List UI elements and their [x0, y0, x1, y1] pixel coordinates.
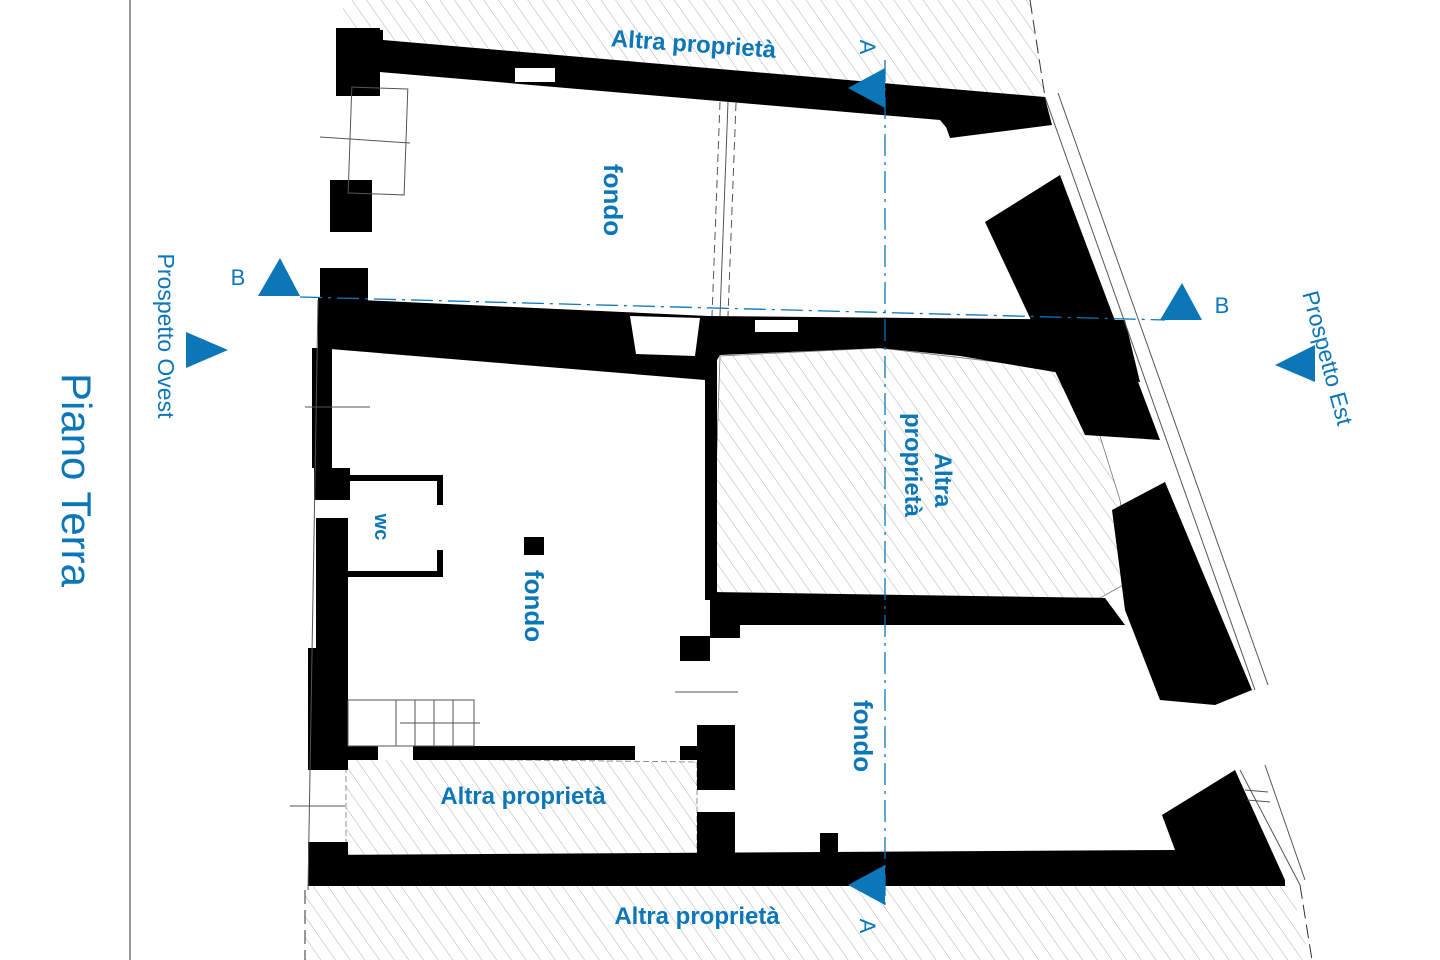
east-elevation-arrow-icon	[1275, 345, 1315, 382]
section-a-top-label: A	[855, 40, 880, 55]
wc-label: wc	[370, 513, 392, 541]
room-lower-right-label: fondo	[848, 700, 878, 772]
section-b-right-arrow-icon	[1160, 283, 1202, 320]
boundary-line-bottom	[1299, 884, 1313, 960]
section-a-bottom-arrow-icon	[848, 865, 885, 905]
neighbor-room-label: Altra proprietà	[440, 783, 606, 810]
section-b-left-label: B	[231, 265, 246, 290]
neighbor-hatch-bottom	[305, 885, 1310, 960]
neighbor-middle-label-2: proprietà	[899, 413, 926, 518]
section-a-bottom-label: A	[855, 919, 880, 934]
west-elevation-arrow-icon	[186, 332, 228, 368]
room-lower-left-label: fondo	[519, 570, 549, 642]
section-a-top-arrow-icon	[848, 68, 885, 108]
boundary-line-top	[1029, 0, 1046, 98]
walls	[308, 28, 1285, 886]
neighbor-middle-label-1: Altra	[929, 453, 956, 508]
wc-walls	[348, 475, 443, 577]
section-line-b	[299, 296, 1166, 321]
section-b-right-label: B	[1215, 293, 1230, 318]
plan-title: Piano Terra	[53, 373, 100, 588]
west-elevation-label: Prospetto Ovest	[153, 254, 179, 420]
neighbor-hatch-top	[343, 0, 1045, 97]
thin-lines	[290, 86, 1306, 891]
section-b-left-arrow-icon	[258, 258, 300, 296]
room-upper-label: fondo	[598, 164, 628, 236]
neighbor-bottom-label: Altra proprietà	[614, 903, 780, 930]
